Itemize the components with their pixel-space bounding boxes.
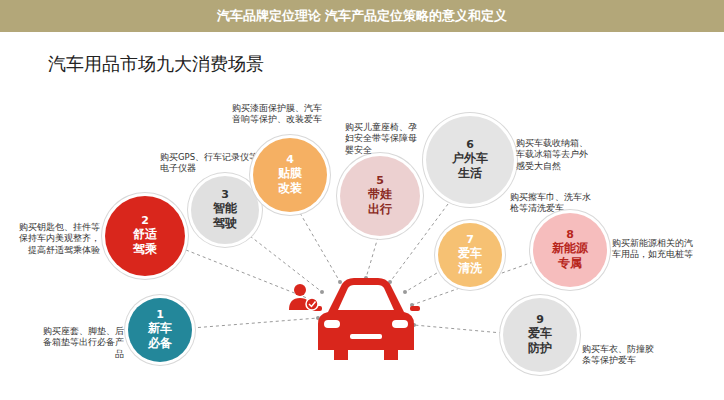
scene-description: 购买擦车巾、洗车水枪等清洗爱车 <box>510 192 594 215</box>
callout-number: 8 <box>566 229 574 241</box>
scene-circle: 4贴膜改装购买漆面保护膜、汽车音响等保护、改装爱车 <box>253 138 327 212</box>
scene-label: 新车必备 <box>147 321 173 351</box>
callout-number: 1 <box>156 309 164 321</box>
scene-circle: 7爱车清洗购买擦车巾、洗车水枪等清洗爱车 <box>438 223 502 287</box>
callout-number: 2 <box>141 215 149 227</box>
callout-number: 3 <box>221 189 229 201</box>
scene-circle: 6户外车生活购买车载收纳箱、车载冰箱等去户外感受大自然 <box>426 116 514 204</box>
callout-number: 6 <box>466 139 474 151</box>
scene-description: 购买车衣、防撞胶条等保护爱车 <box>582 344 662 367</box>
scene-label: 智能驾驶 <box>212 201 238 231</box>
banner: 汽车品牌定位理论 汽车产品定位策略的意义和定义 <box>0 0 724 32</box>
callout-number: 5 <box>376 175 384 187</box>
scene-label: 贴膜改装 <box>277 166 303 196</box>
scene-circle: 1新车必备购买座套、脚垫、后备箱垫等出行必备产品 <box>128 298 192 362</box>
scene-description: 购买座套、脚垫、后备箱垫等出行必备产品 <box>40 326 124 360</box>
person-icon <box>289 284 318 310</box>
scene-label: 爱车防护 <box>527 326 553 356</box>
scene-circle: 8新能源专属购买新能源相关的汽车用品，如充电桩等 <box>533 213 607 287</box>
callout-number: 9 <box>536 314 544 326</box>
callout-number: 4 <box>286 154 294 166</box>
scene-circle: 5带娃出行购买儿童座椅、孕妇安全带等保障母婴安全 <box>340 156 420 236</box>
scene-description: 购买漆面保护膜、汽车音响等保护、改装爱车 <box>232 103 324 126</box>
scene-description: 购买车载收纳箱、车载冰箱等去户外感受大自然 <box>516 138 594 172</box>
scene-label: 舒适驾乘 <box>132 227 158 257</box>
banner-text: 汽车品牌定位理论 汽车产品定位策略的意义和定义 <box>217 7 508 25</box>
scene-circle: 3智能驾驶购买GPS、行车记录仪等电子仪器 <box>191 176 259 244</box>
scene-label: 爱车清洗 <box>457 246 483 276</box>
scene-description: 购买钥匙包、挂件等保持车内美观整齐，提高舒适驾乘体验 <box>12 222 100 256</box>
scene-label: 带娃出行 <box>367 187 393 217</box>
scene-label: 新能源专属 <box>550 241 590 271</box>
scene-circle: 2舒适驾乘购买钥匙包、挂件等保持车内美观整齐，提高舒适驾乘体验 <box>105 196 185 276</box>
scene-circle: 9爱车防护购买车衣、防撞胶条等保护爱车 <box>503 298 577 372</box>
scene-label: 户外车生活 <box>450 151 490 181</box>
scene-description: 购买新能源相关的汽车用品，如充电桩等 <box>612 238 698 261</box>
callout-number: 7 <box>466 234 474 246</box>
diagram-title: 汽车用品市场九大消费场景 <box>48 52 264 76</box>
car-icon <box>312 278 420 360</box>
scene-description: 购买儿童座椅、孕妇安全带等保障母婴安全 <box>345 122 417 156</box>
scene-description: 购买GPS、行车记录仪等电子仪器 <box>160 152 260 175</box>
